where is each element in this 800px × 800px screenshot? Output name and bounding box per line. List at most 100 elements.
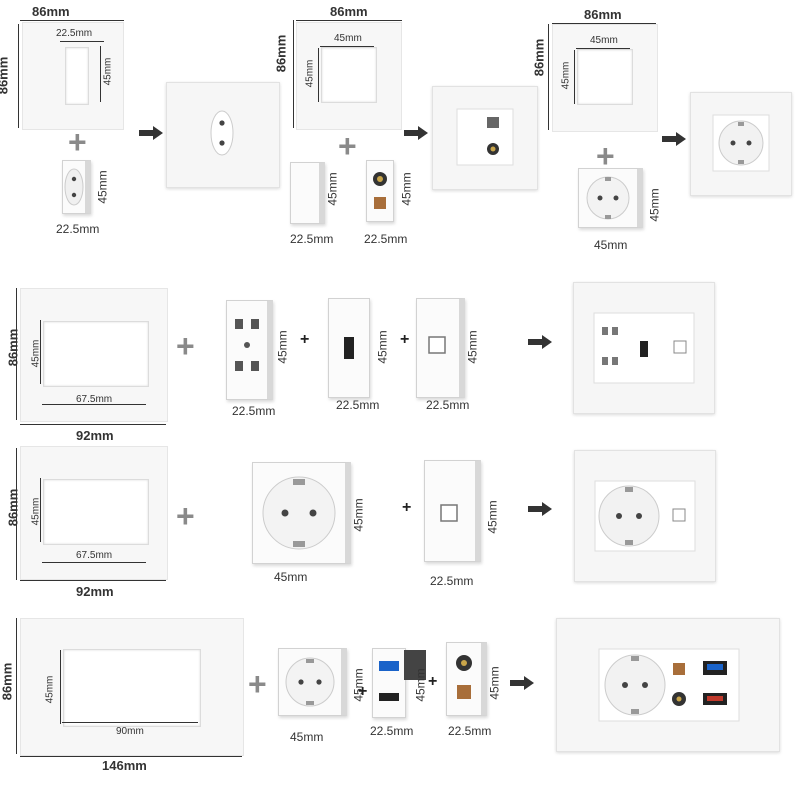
- schuko-usb-hdmi-tv-rj45-icon: [598, 648, 740, 722]
- plus-sign: +: [300, 331, 310, 348]
- frame-opening: [63, 649, 201, 727]
- result-plate-eu: [166, 82, 280, 188]
- dimension-line: [20, 20, 124, 21]
- dimension-line: [318, 48, 319, 102]
- schuko-rj45-icon: [594, 480, 696, 552]
- plus-sign: +: [402, 499, 412, 516]
- module-height-label: 45mm: [465, 330, 480, 364]
- dimension-line: [576, 48, 630, 49]
- frame-width-label: 92mm: [76, 428, 114, 443]
- dimension-line: [60, 650, 61, 724]
- frame-width-label: 146mm: [102, 758, 147, 773]
- frame-opening: [43, 321, 149, 387]
- module-width-label: 45mm: [274, 570, 308, 584]
- module-height-label: 45mm: [487, 666, 502, 700]
- opening-height-label: 45mm: [560, 61, 572, 90]
- frame-plate: [552, 24, 658, 132]
- plus-sign: +: [176, 328, 195, 364]
- plus-sign: +: [428, 673, 438, 690]
- tv-rj45-icon: [373, 172, 387, 209]
- opening-width-label: 90mm: [116, 726, 144, 737]
- schuko-icon: [586, 176, 630, 220]
- module-width-label: 22.5mm: [426, 398, 470, 412]
- eu-socket-module: [62, 160, 91, 214]
- frame-height-label: 86mm: [0, 56, 11, 95]
- rj45-module: [424, 460, 481, 562]
- dimension-line: [20, 580, 166, 581]
- eu-usb-rj45-icon: [593, 312, 695, 384]
- dimension-line: [296, 20, 402, 21]
- arrow-right-icon: [404, 126, 428, 140]
- result-plate-tv-rj45: [432, 86, 538, 190]
- module-width-label: 45mm: [594, 238, 628, 252]
- opening-height-label: 45mm: [304, 59, 316, 88]
- module-width-label: 22.5mm: [290, 232, 334, 246]
- module-width-label: 22.5mm: [364, 232, 408, 246]
- tv-rj45-module: [366, 160, 394, 222]
- dimension-line: [62, 722, 198, 723]
- frame-plate: [20, 288, 168, 422]
- tv-rj45-module: [446, 642, 487, 716]
- frame-plate: [20, 446, 168, 580]
- eu-socket-module: [226, 300, 273, 400]
- opening-height-label: 45mm: [44, 675, 56, 704]
- module-width-label: 22.5mm: [56, 222, 100, 236]
- module-width-label: 22.5mm: [370, 724, 414, 738]
- opening-width-label: 45mm: [334, 33, 362, 44]
- module-width-label: 22.5mm: [232, 404, 276, 418]
- module-height-label: 45mm: [351, 498, 366, 532]
- module-width-label: 22.5mm: [448, 724, 492, 738]
- frame-plate: [22, 22, 124, 130]
- frame-height-label: 86mm: [0, 662, 15, 701]
- eu-socket-icon: [210, 110, 234, 156]
- arrow-right-icon: [528, 335, 552, 349]
- frame-opening: [43, 479, 149, 545]
- plus-sign: +: [358, 683, 368, 700]
- schuko-module: [252, 462, 351, 564]
- module-width-label: 45mm: [290, 730, 324, 744]
- frame-width-label: 86mm: [584, 7, 622, 22]
- module-connector: [404, 650, 426, 680]
- module-height-label: 45mm: [485, 500, 500, 534]
- frame-width-label: 86mm: [330, 4, 368, 19]
- dimension-line: [20, 756, 242, 757]
- dimension-line: [40, 478, 41, 542]
- rj45-icon: [428, 336, 446, 354]
- schuko-icon: [712, 114, 770, 172]
- eu-socket-icon: [64, 168, 84, 206]
- plus-sign: +: [176, 498, 195, 534]
- arrow-right-icon: [139, 126, 163, 140]
- arrow-right-icon: [662, 132, 686, 146]
- result-plate-schuko: [690, 92, 792, 196]
- frame-height-label: 86mm: [273, 34, 289, 73]
- dimension-line: [40, 320, 41, 384]
- dimension-line: [548, 24, 549, 130]
- rj45-module: [416, 298, 465, 398]
- dimension-line: [293, 20, 294, 128]
- usb-hdmi-icon: [379, 661, 399, 701]
- dimension-line: [60, 41, 104, 42]
- dimension-line: [42, 562, 146, 563]
- usb-hdmi-module: [372, 648, 406, 718]
- opening-width-label: 45mm: [590, 35, 618, 46]
- result-plate-schuko-rj45: [574, 450, 716, 582]
- frame-width-label: 92mm: [76, 584, 114, 599]
- tv-rj45-icon: [456, 108, 514, 166]
- opening-width-label: 22.5mm: [56, 28, 93, 39]
- dimension-line: [320, 46, 374, 47]
- dimension-line: [20, 424, 166, 425]
- arrow-right-icon: [510, 676, 534, 690]
- schuko-icon: [262, 476, 336, 550]
- frame-plate: [296, 22, 402, 130]
- eu-socket-icon: [235, 319, 259, 371]
- opening-height-label: 45mm: [102, 57, 114, 86]
- dimension-line: [16, 288, 17, 420]
- frame-opening: [65, 47, 89, 105]
- dimension-line: [42, 404, 146, 405]
- module-height-label: 45mm: [275, 330, 290, 364]
- schuko-module: [278, 648, 347, 716]
- tv-rj45-icon: [456, 655, 472, 699]
- frame-width-label: 86mm: [32, 4, 70, 19]
- module-height-label: 45mm: [375, 330, 390, 364]
